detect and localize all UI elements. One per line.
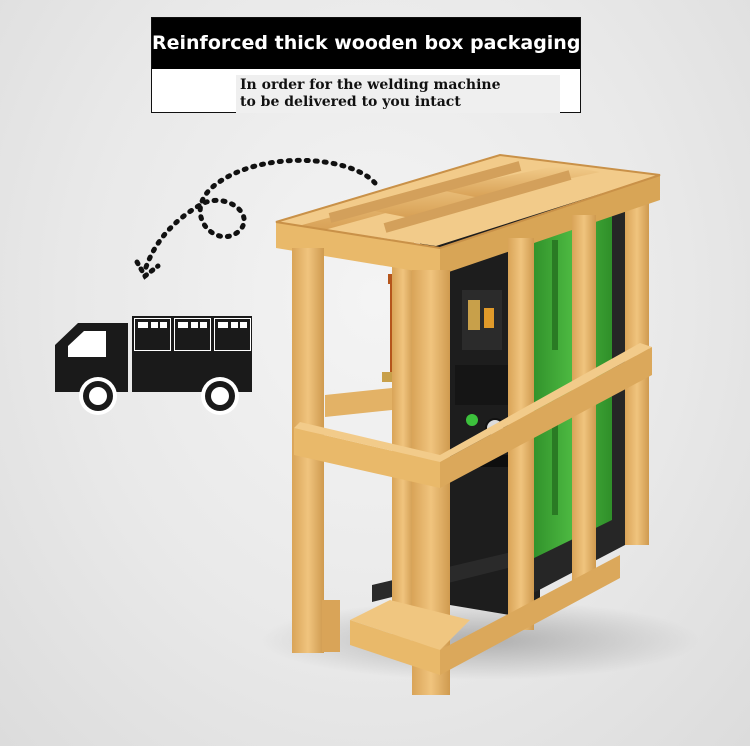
info-banner: Reinforced thick wooden box packaging In… [151,17,581,113]
banner-subtitle: In order for the welding machine to be d… [236,75,560,113]
wooden-crate [275,153,661,695]
delivery-truck-icon [55,316,252,415]
banner-subtitle-line-2: to be delivered to you intact [240,94,461,110]
banner-title: Reinforced thick wooden box packaging [152,18,580,69]
dotted-arrow-icon [134,157,378,280]
banner-subtitle-line-1: In order for the welding machine [240,77,501,93]
